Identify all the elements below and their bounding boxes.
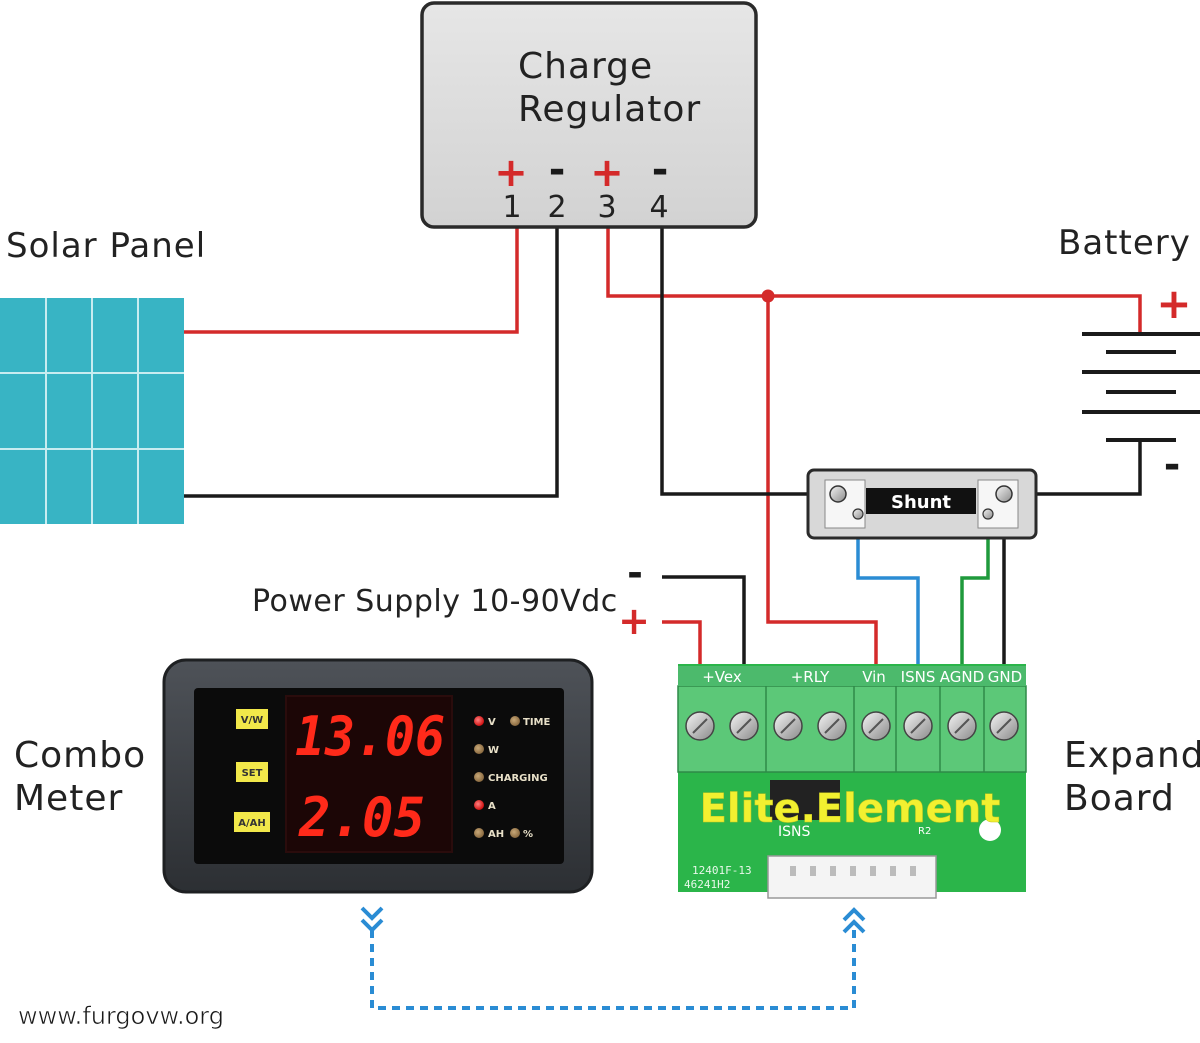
ps-plus-sign: + bbox=[618, 599, 650, 643]
label-vin: Vin bbox=[862, 668, 886, 686]
shunt-label: Shunt bbox=[891, 492, 951, 513]
battery-plus-sign: + bbox=[1156, 279, 1191, 328]
board-isns-mark: ISNS bbox=[778, 824, 810, 840]
terminal-4: 4 bbox=[649, 190, 668, 225]
expand-board-label-line1: Expand bbox=[1064, 735, 1200, 776]
ps-minus-sign: - bbox=[627, 551, 643, 595]
readout-top: 13.06 bbox=[295, 705, 445, 768]
a-ah-button-label: A/AH bbox=[238, 818, 266, 829]
solar-panel bbox=[0, 298, 184, 524]
solar-panel-label: Solar Panel bbox=[6, 226, 206, 266]
expand-board: +Vex +RLY Vin ISNS AGND GND bbox=[677, 664, 1027, 899]
wire-agnd-sense bbox=[960, 514, 990, 722]
board-r2-mark: R2 bbox=[918, 826, 931, 837]
label-agnd: AGND bbox=[940, 668, 984, 686]
power-supply-label: Power Supply 10-90Vdc bbox=[252, 584, 618, 619]
wire-junction bbox=[761, 289, 775, 303]
charge-regulator: Charge Regulator + - + - 1 2 3 4 bbox=[420, 1, 758, 229]
battery-label: Battery bbox=[1058, 223, 1191, 263]
indicator-a: A bbox=[488, 801, 496, 812]
polarity-2: - bbox=[549, 147, 566, 193]
mounting-hole bbox=[979, 819, 1001, 841]
meter-board-link bbox=[370, 930, 856, 1010]
indicator-percent-led bbox=[510, 828, 520, 838]
a-ah-button[interactable] bbox=[234, 812, 270, 832]
vw-button-label: V/W bbox=[241, 715, 263, 726]
label-rly: +RLY bbox=[791, 668, 830, 686]
wire-solar-positive bbox=[184, 228, 519, 334]
terminal-3: 3 bbox=[597, 190, 616, 225]
indicator-time-led bbox=[510, 716, 520, 726]
terminal-2: 2 bbox=[547, 190, 566, 225]
wire-isns-sense bbox=[856, 514, 920, 722]
indicator-charging-led bbox=[474, 772, 484, 782]
indicator-w-led bbox=[474, 744, 484, 754]
vw-button[interactable] bbox=[236, 709, 268, 729]
board-connector bbox=[767, 855, 937, 899]
combo-meter: V/W SET A/AH 13.06 2.05 V TIME W CHARGIN… bbox=[162, 658, 594, 894]
expand-board-label-line2: Board bbox=[1064, 778, 1175, 819]
shunt-left-screw-icon bbox=[829, 485, 847, 503]
board-part-line2: 46241H2 bbox=[684, 878, 730, 891]
shunt-right-sense-icon bbox=[982, 508, 994, 520]
wire-battery-positive bbox=[606, 228, 1142, 334]
board-brand: Elite.Element bbox=[700, 786, 1001, 832]
wire-load-negative bbox=[660, 228, 836, 496]
indicator-percent: % bbox=[523, 829, 533, 840]
terminal-1: 1 bbox=[502, 190, 521, 225]
regulator-title-line1: Charge bbox=[518, 46, 653, 87]
battery-minus-sign: - bbox=[1164, 442, 1181, 488]
combo-meter-label-line1: Combo bbox=[14, 735, 146, 776]
indicator-time: TIME bbox=[523, 717, 550, 728]
indicator-charging: CHARGING bbox=[488, 773, 548, 784]
shunt-left-sense-icon bbox=[852, 508, 864, 520]
terminal-labels: +Vex +RLY Vin ISNS AGND GND bbox=[702, 668, 1022, 686]
wire-battery-negative bbox=[1004, 440, 1142, 496]
watermark: www.furgovw.org bbox=[18, 1002, 224, 1030]
link-arrow-down-icon bbox=[360, 906, 384, 933]
label-isns: ISNS bbox=[901, 668, 936, 686]
link-arrow-up-icon bbox=[842, 907, 866, 934]
indicator-w: W bbox=[488, 745, 499, 756]
combo-meter-label-line2: Meter bbox=[14, 778, 123, 819]
board-chip bbox=[770, 780, 840, 820]
polarity-1: + bbox=[494, 150, 528, 196]
label-gnd: GND bbox=[988, 668, 1022, 686]
set-button-label: SET bbox=[242, 768, 263, 779]
indicator-v: V bbox=[488, 717, 496, 728]
indicator-ah-led bbox=[474, 828, 484, 838]
shunt-right-screw-icon bbox=[995, 485, 1013, 503]
label-vex: +Vex bbox=[702, 668, 742, 686]
wire-solar-negative bbox=[184, 228, 559, 498]
indicator-a-led bbox=[474, 800, 484, 810]
shunt: Shunt bbox=[806, 468, 1038, 540]
battery-symbol bbox=[1082, 332, 1200, 442]
polarity-4: - bbox=[652, 147, 669, 193]
set-button[interactable] bbox=[236, 762, 268, 782]
board-part-line1: 12401F-13 bbox=[692, 864, 752, 877]
indicator-v-led bbox=[474, 716, 484, 726]
readout-bottom: 2.05 bbox=[298, 786, 425, 849]
regulator-title-line2: Regulator bbox=[518, 89, 701, 130]
indicator-ah: AH bbox=[488, 829, 504, 840]
polarity-3: + bbox=[590, 150, 624, 196]
